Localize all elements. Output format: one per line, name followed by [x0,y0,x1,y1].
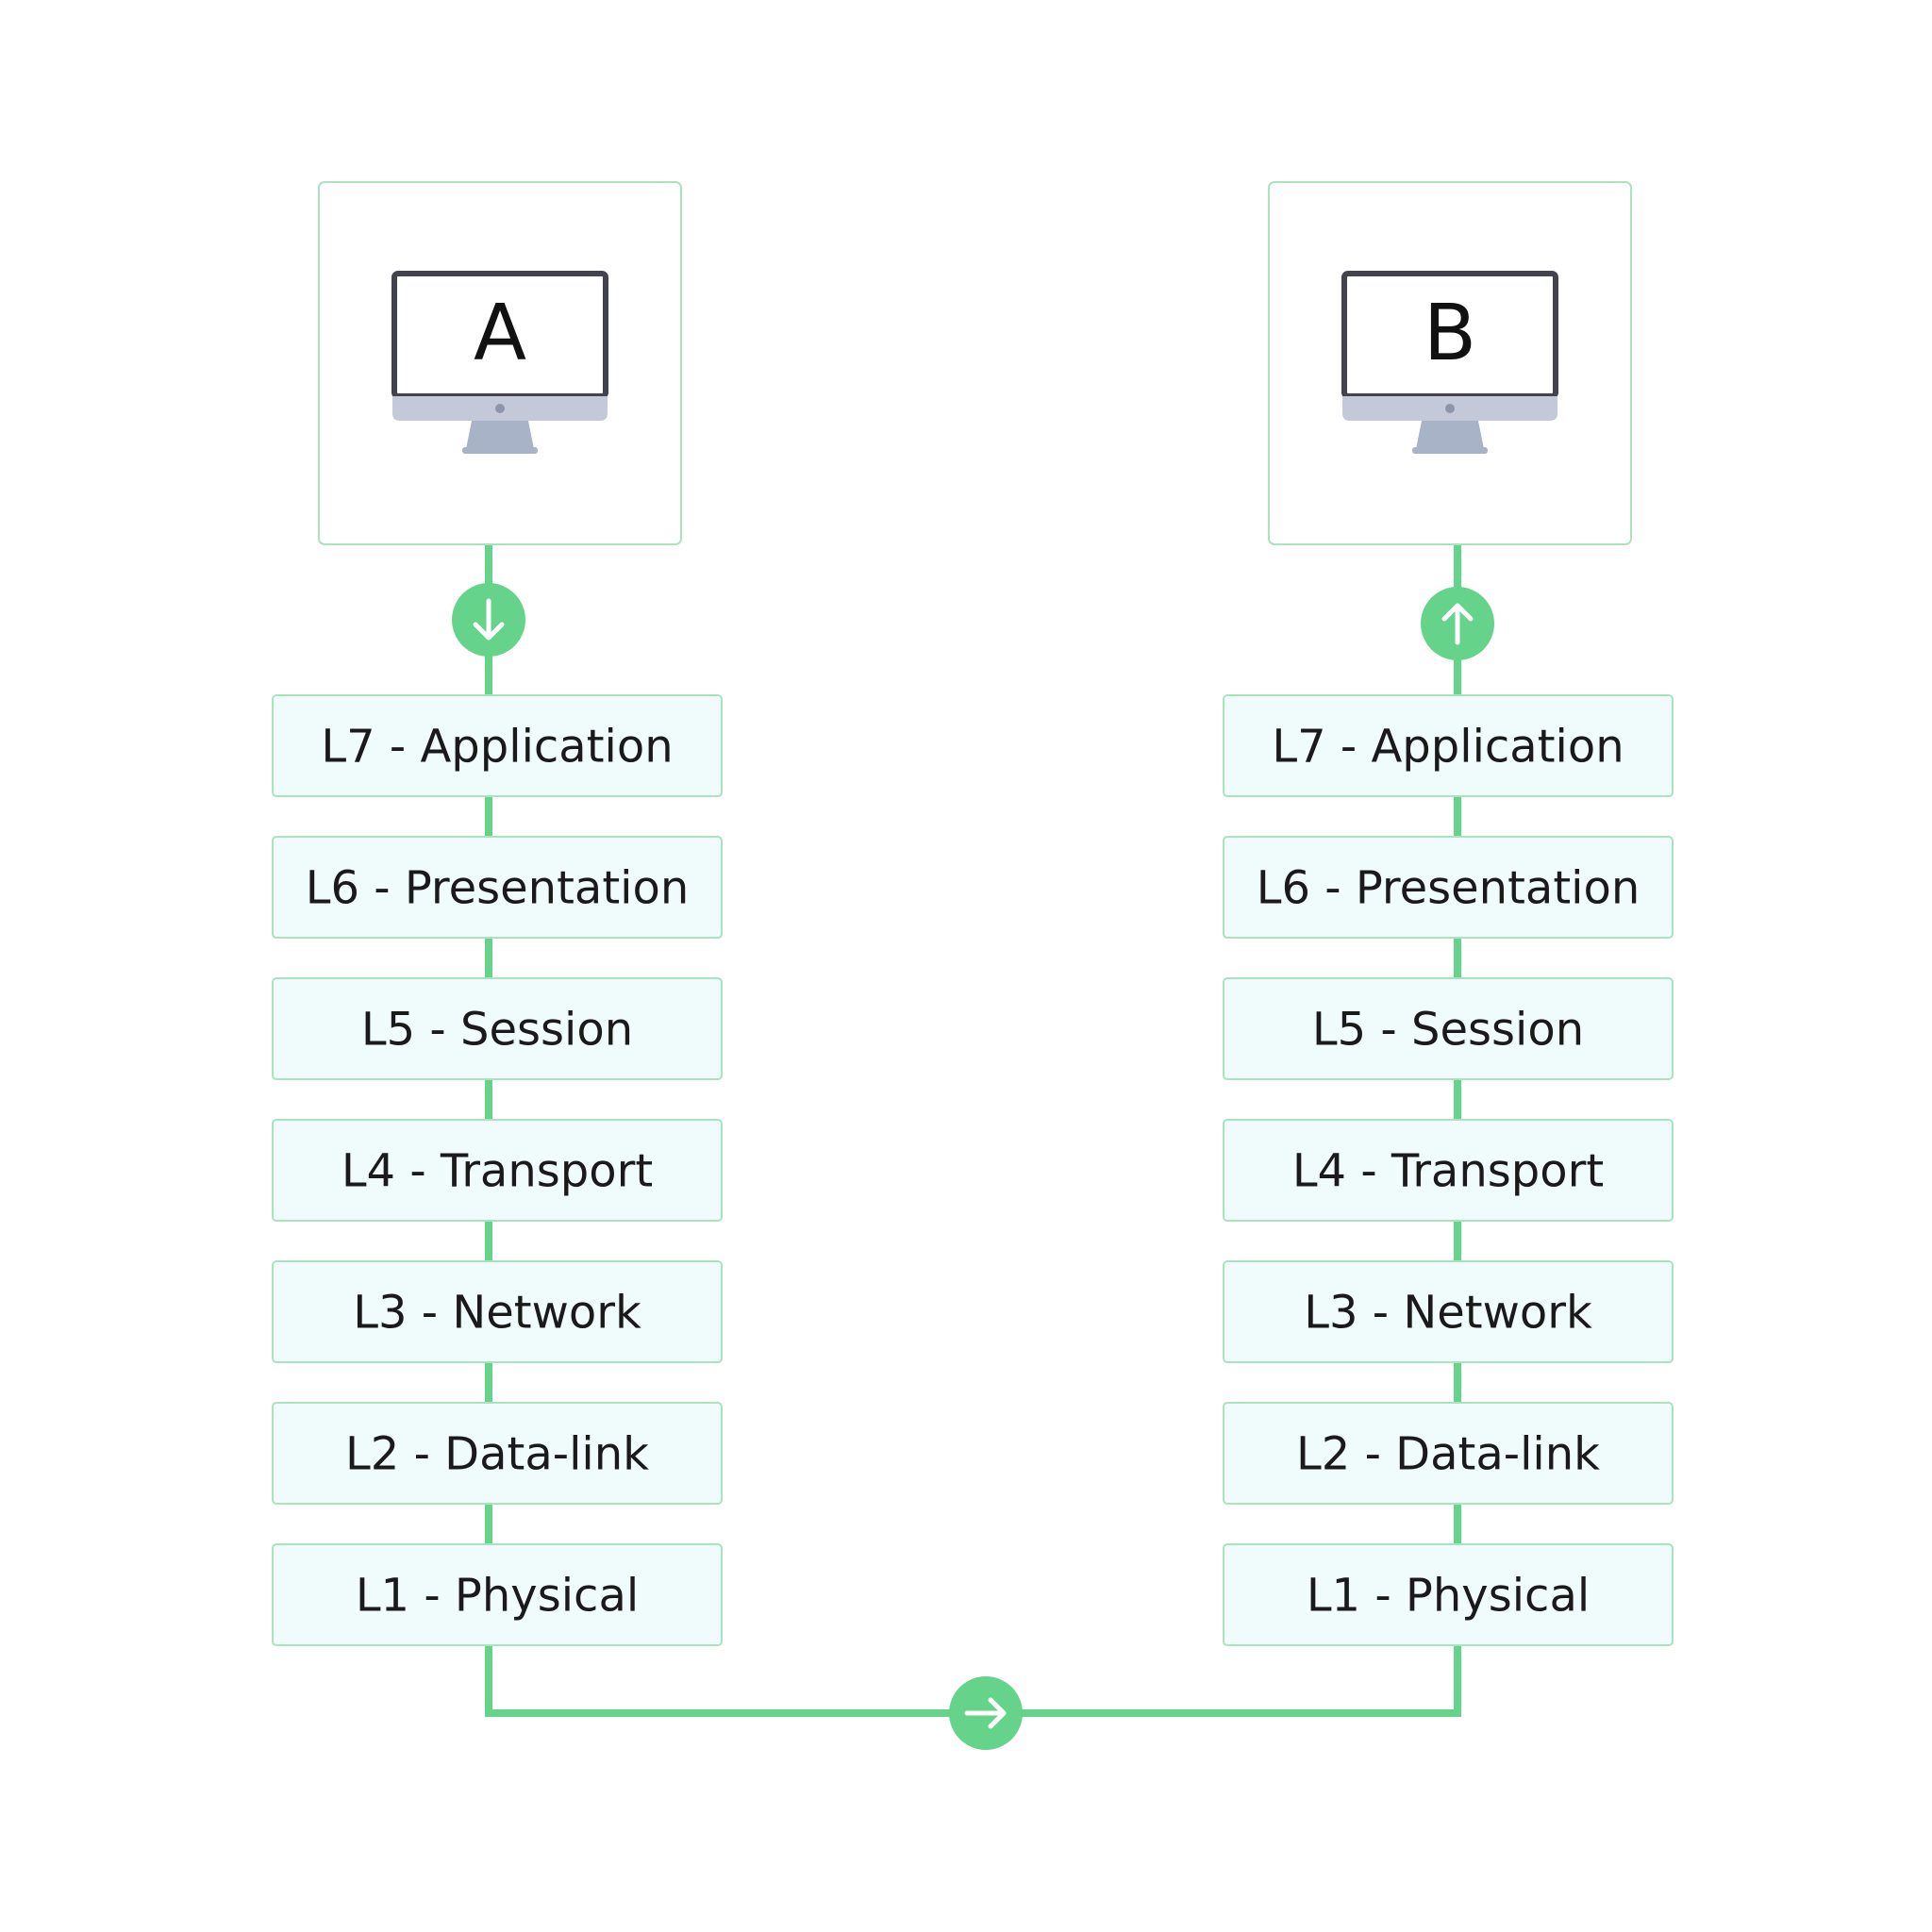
host-b-label: B [1424,289,1476,378]
layer-box-frame [272,836,723,939]
layer-label: L2 - Data-link [1296,1428,1600,1481]
layer-label: L6 - Presentation [306,862,690,915]
layer-box-frame [272,1543,723,1646]
layer-box: L1 - Physical [1223,1543,1674,1646]
arrow-down-icon [452,583,525,657]
layer-box-frame [272,1260,723,1363]
host-b-card: B [1268,181,1632,545]
layer-box-frame [1223,1119,1674,1222]
layer-box: L3 - Network [1223,1260,1674,1363]
host-a-card: A [318,181,682,545]
arrow-up-icon [1421,587,1494,660]
layer-box: L7 - Application [272,694,723,797]
layer-label: L7 - Application [321,721,673,774]
layer-box: L2 - Data-link [272,1402,723,1505]
layer-box: L4 - Transport [1223,1119,1674,1222]
layer-label: L4 - Transport [341,1145,653,1198]
layer-box-frame [1223,836,1674,939]
layer-label: L3 - Network [1304,1287,1592,1340]
layer-box-frame [272,1119,723,1222]
stack-a: L7 - Application L6 - Presentation L5 - Se… [272,694,723,1646]
layer-box: L6 - Presentation [272,836,723,939]
stack-b: L7 - Application L6 - Presentation L5 - Se… [1223,694,1674,1646]
layer-label: L4 - Transport [1292,1145,1604,1198]
layer-label: L1 - Physical [356,1570,639,1623]
layer-box: L6 - Presentation [1223,836,1674,939]
layer-box-frame [1223,977,1674,1080]
layer-label: L3 - Network [353,1287,641,1340]
layer-label: L5 - Session [361,1004,633,1057]
layer-box: L3 - Network [272,1260,723,1363]
monitor-icon [1341,271,1558,454]
layer-box: L1 - Physical [272,1543,723,1646]
layer-box-frame [1223,694,1674,797]
layer-box: L5 - Session [1223,977,1674,1080]
layer-box: L7 - Application [1223,694,1674,797]
layer-label: L7 - Application [1272,721,1624,774]
layer-label: L6 - Presentation [1257,862,1641,915]
layer-label: L5 - Session [1312,1004,1584,1057]
arrow-right-icon [949,1676,1023,1750]
layer-box: L4 - Transport [272,1119,723,1222]
layer-box-frame [272,694,723,797]
layer-box-frame [272,977,723,1080]
layer-box-frame [1223,1402,1674,1505]
layer-box: L2 - Data-link [1223,1402,1674,1505]
layer-label: L2 - Data-link [345,1428,649,1481]
layer-label: L1 - Physical [1307,1570,1590,1623]
host-a-label: A [474,289,526,378]
layer-box: L5 - Session [272,977,723,1080]
layer-box-frame [1223,1260,1674,1363]
layer-box-frame [272,1402,723,1505]
layer-box-frame [1223,1543,1674,1646]
monitor-icon [391,271,608,454]
